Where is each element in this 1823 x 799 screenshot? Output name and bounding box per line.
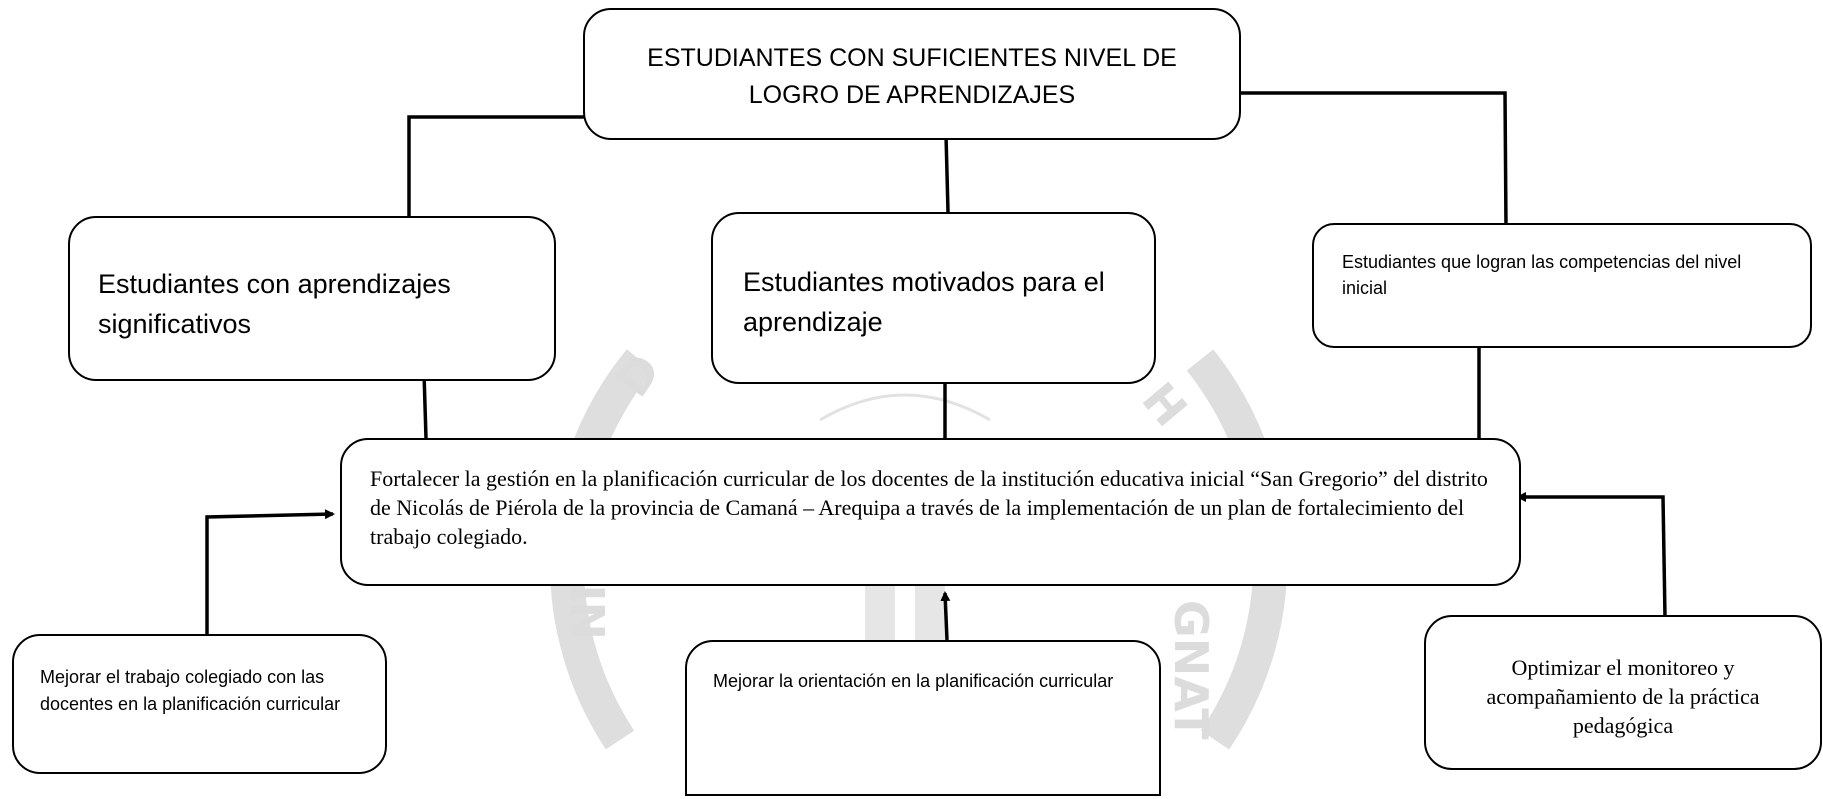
mean-text-2: Mejorar la orientación en la planificaci… — [713, 671, 1114, 691]
effect-box-3: Estudiantes que logran las competencias … — [1312, 223, 1812, 348]
mean-box-1: Mejorar el trabajo colegiado con las doc… — [12, 634, 387, 774]
mean-box-3: Optimizar el monitoreo y acompañamiento … — [1424, 615, 1822, 770]
arrow-effect3-to-goal — [1228, 88, 1508, 228]
goal-text: ESTUDIANTES CON SUFICIENTES NIVEL DE LOG… — [647, 44, 1177, 109]
mean-box-2: Mejorar la orientación en la planificaci… — [685, 640, 1161, 796]
central-objective-text: Fortalecer la gestión en la planificació… — [370, 466, 1488, 549]
effect-text-1: Estudiantes con aprendizajes significati… — [98, 269, 451, 339]
line-goal-to-effect2 — [944, 134, 950, 213]
effect-box-1: Estudiantes con aprendizajes significati… — [68, 216, 556, 381]
central-objective-box: Fortalecer la gestión en la planificació… — [340, 438, 1521, 586]
arrow-center-to-effect1 — [419, 371, 430, 439]
effect-text-3: Estudiantes que logran las competencias … — [1342, 252, 1742, 298]
effect-text-2: Estudiantes motivados para el aprendizaj… — [743, 267, 1105, 337]
arrow-effect1-to-goal — [407, 112, 596, 218]
arrow-mean2-to-center — [940, 591, 951, 641]
effect-box-2: Estudiantes motivados para el aprendizaj… — [711, 212, 1156, 384]
arrow-mean3-to-center — [1516, 492, 1667, 618]
mean-text-1: Mejorar el trabajo colegiado con las doc… — [40, 667, 341, 714]
arrow-mean1-to-center — [205, 509, 335, 634]
goal-box: ESTUDIANTES CON SUFICIENTES NIVEL DE LOG… — [583, 8, 1241, 140]
mean-text-3: Optimizar el monitoreo y acompañamiento … — [1486, 655, 1760, 738]
